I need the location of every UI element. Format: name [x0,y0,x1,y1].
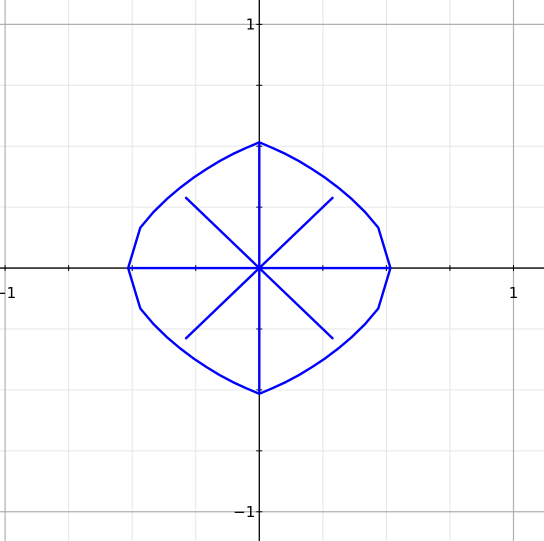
y-tick-label: −1 [233,503,255,521]
curves [126,141,392,396]
x-tick-label: 1 [509,284,519,302]
y-tick-label: 1 [246,15,256,33]
x-tick-label: −1 [0,284,16,302]
tick-labels: −1 1 1 −1 [0,15,518,520]
inner-segment [184,196,334,340]
